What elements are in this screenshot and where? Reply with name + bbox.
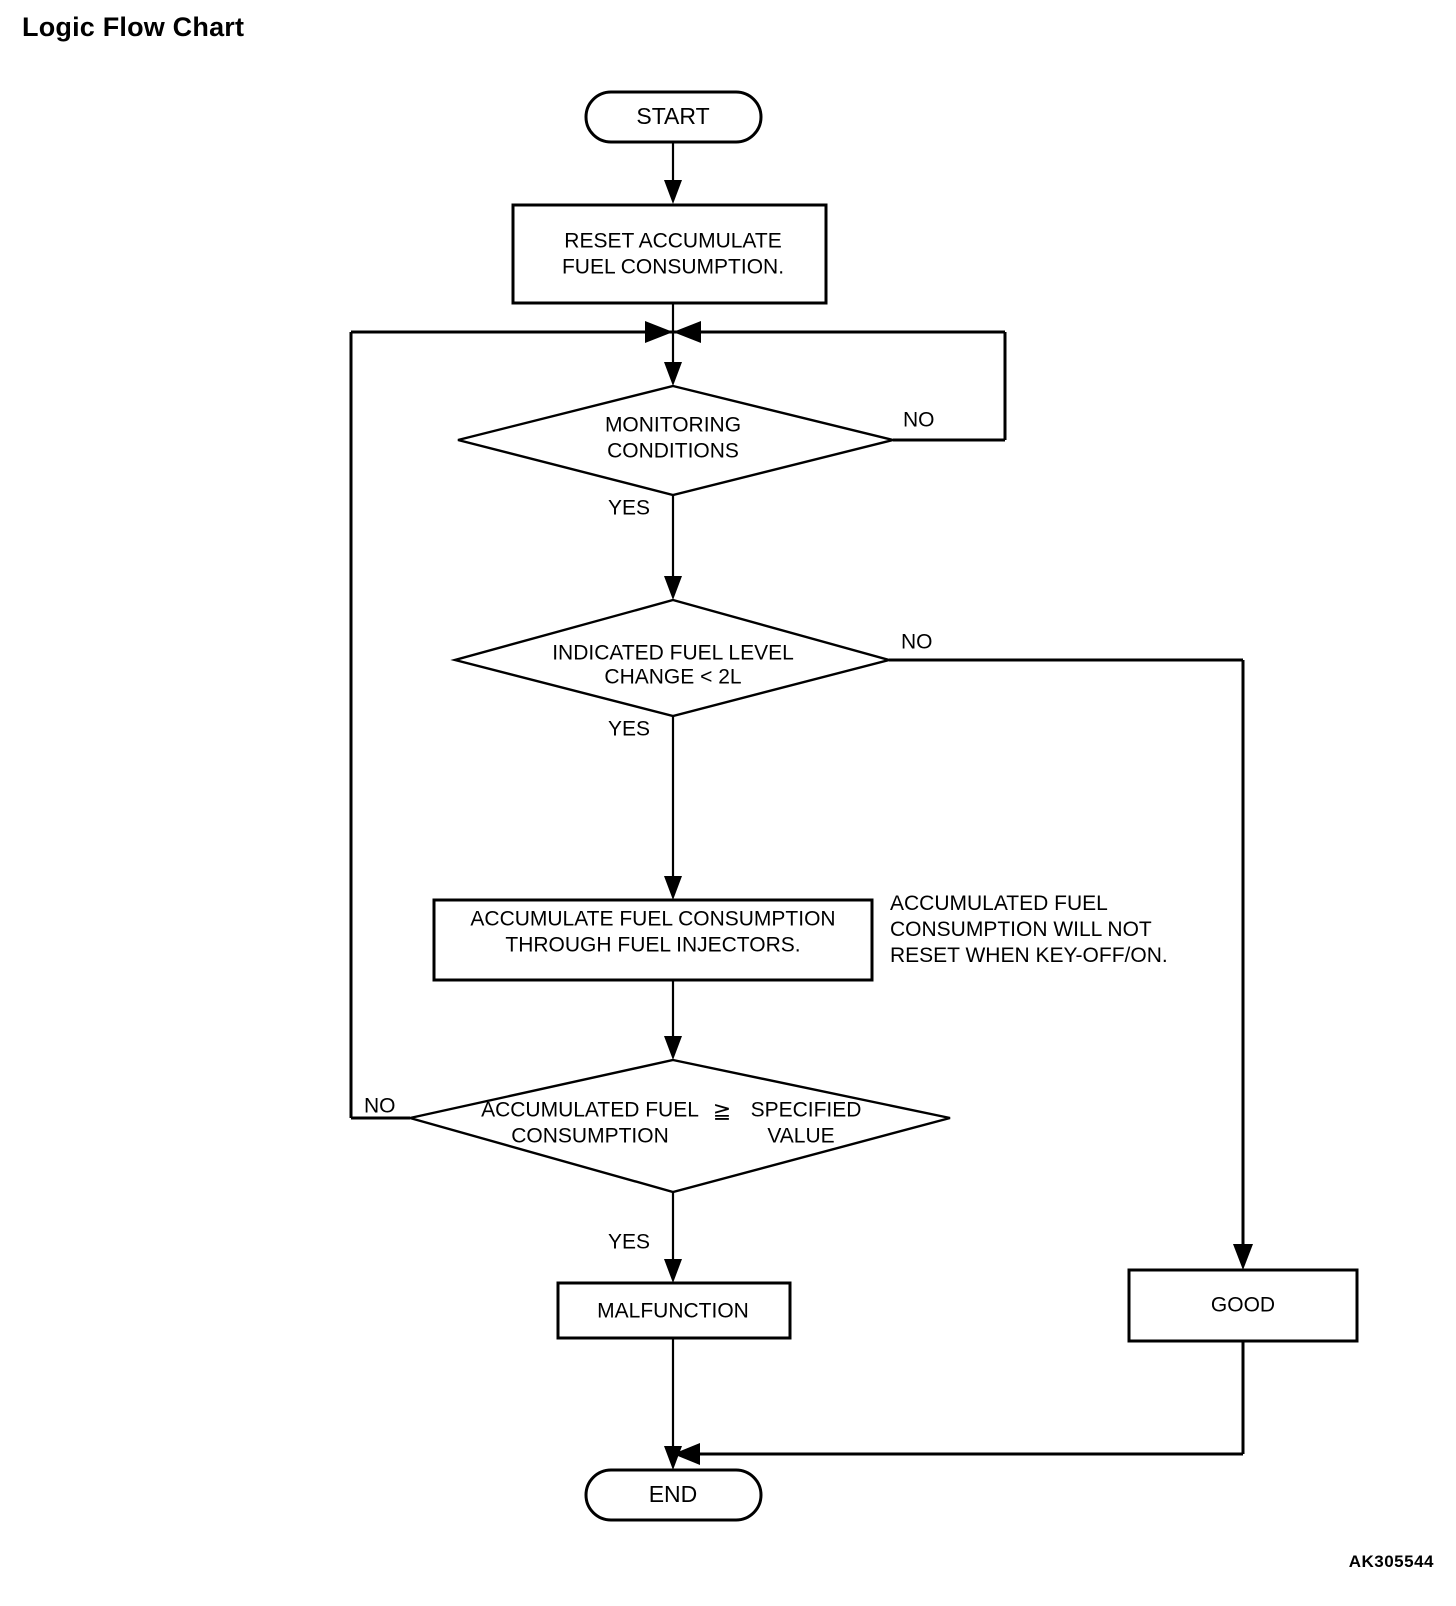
edge-label-compare-yes: YES [608, 1231, 650, 1254]
edge-label-monitoring-yes: YES [608, 497, 650, 520]
edge-label-fuellevel-no: NO [901, 631, 933, 654]
edge-label-fuellevel-yes: YES [608, 718, 650, 741]
edge-label-monitoring-no: NO [903, 409, 935, 432]
node-accumulate-line1: ACCUMULATE FUEL CONSUMPTION [470, 908, 835, 931]
node-monitoring-line1: MONITORING [605, 414, 741, 437]
node-accumulated-vs-specified[interactable]: ACCUMULATED FUEL CONSUMPTION ≧ SPECIFIED… [409, 1058, 951, 1194]
edge-malfunction-to-end [664, 1338, 682, 1470]
note-line2: CONSUMPTION WILL NOT [890, 918, 1152, 941]
node-fuellevel-line2: CHANGE < 2L [604, 666, 741, 689]
node-fuellevel-line1: INDICATED FUEL LEVEL [552, 642, 794, 665]
node-reset-accumulate[interactable]: RESET ACCUMULATE FUEL CONSUMPTION. [511, 203, 828, 305]
edge-compare-yes [664, 1192, 682, 1283]
node-reset-line2: FUEL CONSUMPTION. [562, 256, 784, 279]
edge-fuellevel-yes [664, 716, 682, 900]
node-monitoring-line2: CONDITIONS [607, 440, 739, 463]
node-good-label: GOOD [1211, 1294, 1275, 1317]
node-start-label: START [636, 103, 709, 129]
edge-start-to-reset [664, 142, 682, 204]
edge-monitoring-no [893, 332, 1007, 442]
node-monitoring-conditions[interactable]: MONITORING CONDITIONS [457, 384, 894, 497]
edge-merge-to-monitoring [664, 332, 682, 386]
edge-good-to-end [673, 1341, 1245, 1465]
node-indicated-fuel-level[interactable]: INDICATED FUEL LEVEL CHANGE < 2L [450, 598, 894, 718]
node-compare-symbol-ge: ≧ [713, 1098, 731, 1123]
node-compare-left2: CONSUMPTION [511, 1125, 669, 1148]
node-end[interactable]: END [584, 1468, 763, 1522]
node-malfunction[interactable]: MALFUNCTION [556, 1281, 792, 1340]
edge-label-compare-no: NO [364, 1095, 396, 1118]
node-start[interactable]: START [584, 90, 763, 144]
annotation-accumulated-note: ACCUMULATED FUEL CONSUMPTION WILL NOT RE… [890, 892, 1168, 967]
node-compare-left1: ACCUMULATED FUEL [481, 1099, 699, 1122]
note-line3: RESET WHEN KEY-OFF/ON. [890, 944, 1168, 967]
node-accumulate-fuel-consumption[interactable]: ACCUMULATE FUEL CONSUMPTION THROUGH FUEL… [432, 898, 874, 982]
node-good[interactable]: GOOD [1127, 1268, 1359, 1343]
node-accumulate-line2: THROUGH FUEL INJECTORS. [505, 934, 800, 957]
page-title: Logic Flow Chart [22, 12, 245, 42]
edge-compare-no [349, 332, 410, 1120]
node-compare-right2: VALUE [767, 1125, 834, 1148]
node-end-label: END [649, 1481, 698, 1507]
edge-accumulate-to-compare [664, 980, 682, 1060]
note-line1: ACCUMULATED FUEL [890, 892, 1108, 915]
edge-fuellevel-no [889, 658, 1253, 1270]
edge-monitoring-yes [664, 495, 682, 600]
node-reset-line1: RESET ACCUMULATE [564, 230, 781, 253]
reference-code: AK305544 [1348, 1552, 1434, 1571]
merge-junction [351, 321, 1005, 343]
node-malfunction-label: MALFUNCTION [597, 1300, 749, 1323]
node-compare-right1: SPECIFIED [751, 1099, 862, 1122]
